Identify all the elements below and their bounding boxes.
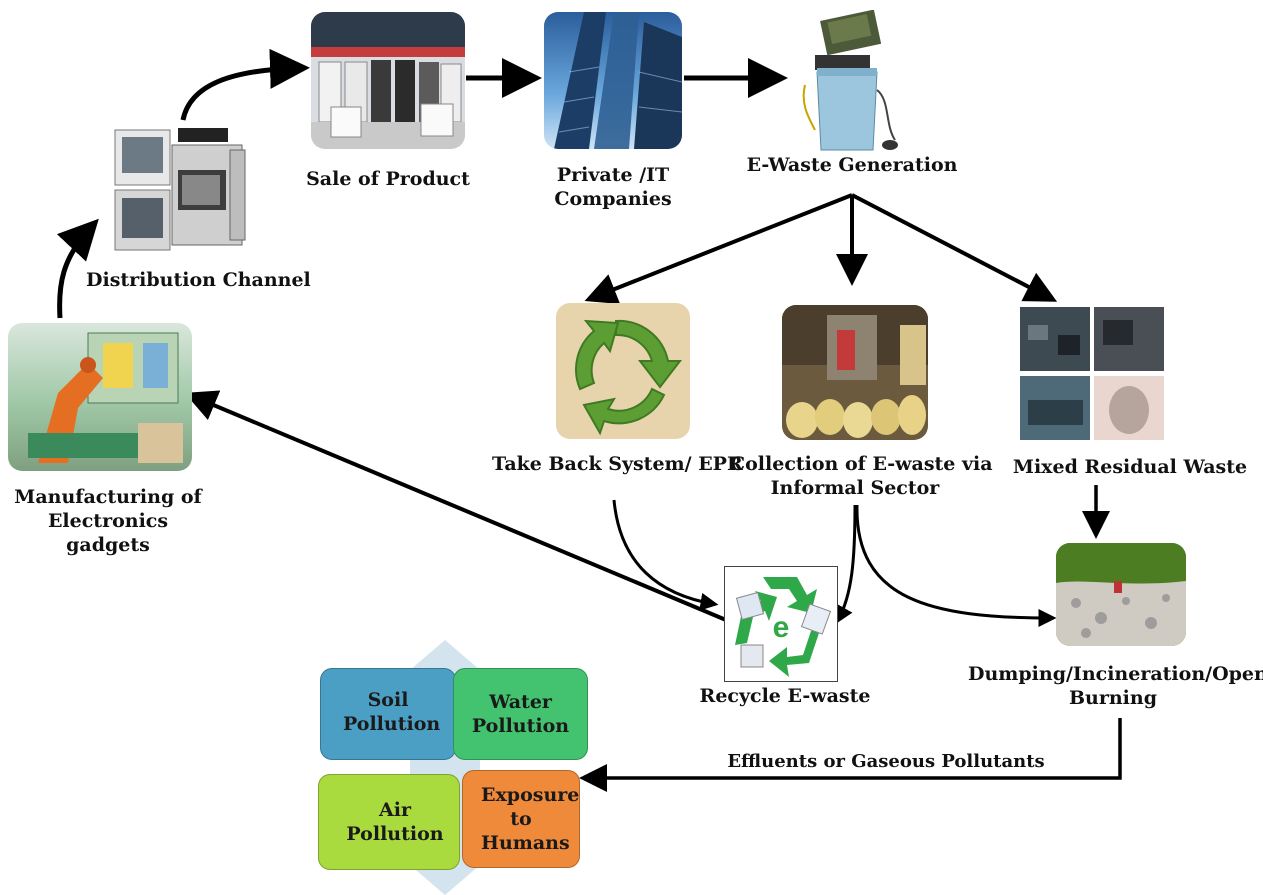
informal-image — [782, 305, 928, 440]
recycle-e-letter: e — [773, 611, 790, 644]
dumping-label: Dumping/Incineration/Open Burning — [968, 662, 1263, 710]
arrow-generation-to-mixed — [851, 193, 1058, 302]
mixed-label: Mixed Residual Waste — [1012, 456, 1248, 478]
recycle-arrows-icon — [575, 319, 683, 436]
arrow-distribution-to-sale — [180, 48, 310, 121]
air-pollution-label: Air Pollution — [346, 799, 444, 845]
arrow-generation-to-takeback — [584, 193, 853, 305]
arrow-recycle-to-manufacturing — [184, 390, 727, 622]
informal-label-line1: Collection of E-waste via — [730, 453, 993, 475]
exposure-humans-label: Exposure to Humans — [481, 784, 580, 854]
arrow-takeback-to-recycle — [612, 499, 719, 611]
distribution-image — [110, 120, 250, 256]
recycle-label: Recycle E-waste — [699, 685, 871, 707]
arrow-informal-to-dumping — [855, 504, 1057, 627]
takeback-label: Take Back System/ EPR — [492, 453, 743, 475]
generation-label: E-Waste Generation — [746, 154, 958, 176]
dumping-image — [1056, 543, 1186, 646]
takeback-image — [556, 303, 690, 439]
informal-label-line2: Informal Sector — [770, 477, 940, 499]
companies-label: Private /IT Companies — [533, 163, 693, 211]
water-pollution-box: Water Pollution — [453, 668, 588, 760]
companies-image — [544, 12, 682, 149]
arrow-informal-to-recycle — [835, 504, 857, 624]
mixed-waste-image — [1018, 305, 1166, 442]
sale-label: Sale of Product — [306, 168, 470, 190]
informal-label: Collection of E-waste via Informal Secto… — [730, 452, 993, 500]
companies-label-line1: Private /IT — [556, 164, 670, 186]
ewaste-bin-image — [795, 10, 905, 155]
arrow-dumping-to-pollution — [579, 718, 1122, 792]
water-pollution-label: Water Pollution — [471, 691, 570, 737]
dumping-label-line2: Burning — [1068, 687, 1157, 709]
sale-image — [311, 12, 465, 149]
soil-pollution-box: Soil Pollution — [320, 668, 456, 760]
effluents-label: Effluents or Gaseous Pollutants — [727, 751, 1045, 772]
exposure-humans-box: Exposure to Humans — [462, 770, 580, 868]
recycle-image: e — [724, 566, 838, 682]
soil-pollution-label: Soil Pollution — [343, 689, 441, 735]
distribution-label: Distribution Channel — [86, 269, 311, 291]
manufacturing-image — [8, 323, 192, 471]
manufacturing-label: Manufacturing of Electronics gadgets — [14, 486, 202, 556]
arrow-manufacturing-to-distribution — [56, 218, 99, 319]
companies-label-line2: Companies — [554, 188, 672, 210]
dumping-label-line1: Dumping/Incineration/Open — [968, 663, 1263, 685]
air-pollution-box: Air Pollution — [318, 774, 460, 870]
